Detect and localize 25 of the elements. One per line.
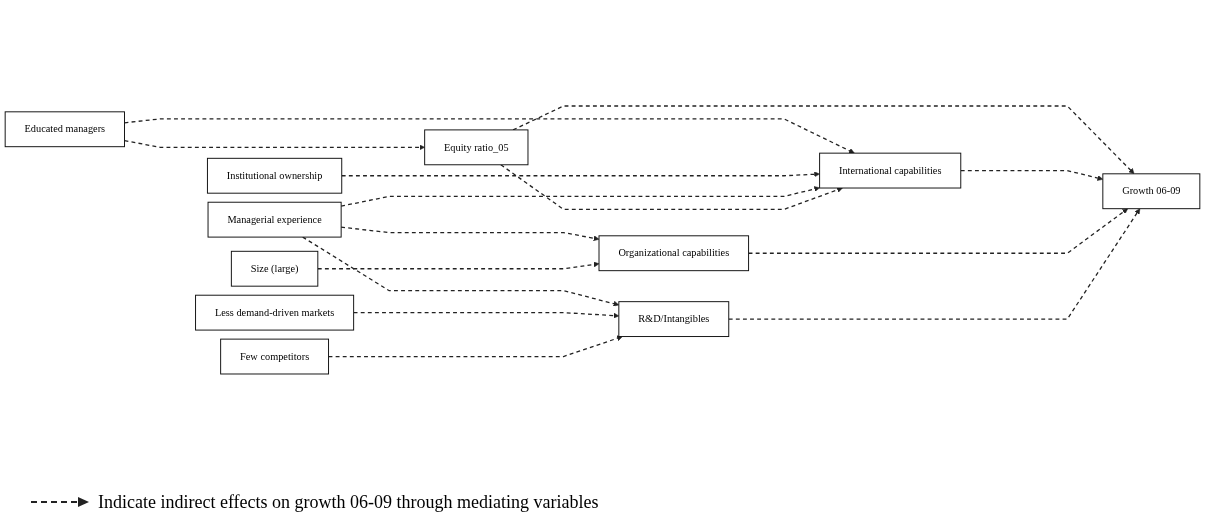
- node-box: Size (large): [230, 250, 319, 287]
- arrow: [747, 208, 1128, 254]
- arrow: [302, 236, 620, 307]
- arrow: [123, 139, 425, 151]
- node-box: Equity ratio_05: [424, 129, 529, 166]
- node-box: Managerial experience: [207, 201, 342, 238]
- node-box: Institutional ownership: [206, 157, 343, 194]
- arrow: [327, 335, 623, 358]
- arrow: [340, 186, 820, 207]
- arrow: [353, 312, 620, 319]
- arrow: [728, 208, 1141, 320]
- arrow: [341, 171, 820, 178]
- arrow: [317, 261, 600, 270]
- node-box: Organizational capabilities: [598, 235, 750, 272]
- node-box: Educated managers: [4, 111, 125, 148]
- node-box: Growth 06-09: [1102, 173, 1201, 210]
- node-box: Less demand-driven markets: [195, 294, 355, 331]
- arrow: [123, 118, 855, 154]
- arrow: [960, 169, 1104, 181]
- node-box: R&D/Intangibles: [618, 301, 730, 338]
- arrow: [500, 164, 843, 210]
- node-box: International capabilities: [819, 152, 962, 189]
- arrow: [340, 226, 600, 242]
- node-box: Few competitors: [220, 338, 330, 375]
- legend-text: Indicate indirect effects on growth 06-09 through mediating variables: [98, 491, 599, 513]
